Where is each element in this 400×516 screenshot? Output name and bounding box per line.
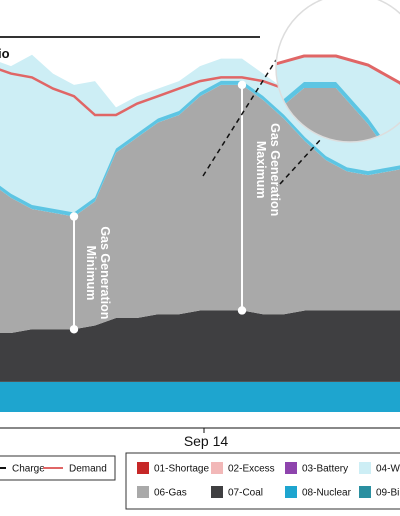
- area-nuclear: [0, 381, 400, 412]
- legend-item-03-battery: 03-Battery: [285, 462, 348, 475]
- legend-item-06-gas-swatch: [137, 486, 149, 498]
- legend-box-fuels: [125, 452, 400, 510]
- legend-item-07-coal-label: 07-Coal: [228, 488, 263, 499]
- legend-item-01-shortage: 01-Shortage: [137, 462, 209, 475]
- plot-top-border: [0, 36, 260, 38]
- legend-item-07-coal: 07-Coal: [211, 486, 263, 499]
- gas-maximum-top-dot: [237, 80, 247, 90]
- legend: Charge Demand 01-Shortage 02-Excess 03-Batte…: [0, 452, 400, 510]
- gas-minimum-label-line-2: Minimum: [84, 245, 98, 300]
- gas-maximum-label-line-2: Maximum: [254, 141, 268, 199]
- legend-item-04-w-label: 04-W: [376, 464, 400, 475]
- legend-item-02-excess-swatch: [211, 462, 223, 474]
- legend-item-02-excess-label: 02-Excess: [228, 464, 275, 475]
- gas-maximum-label-line-1: Gas Generation: [268, 123, 282, 216]
- legend-item-08-nuclear: 08-Nuclear: [285, 486, 352, 499]
- title-area: io: [0, 36, 260, 61]
- x-axis: Sep 14: [0, 427, 400, 449]
- area-coal: [0, 310, 400, 382]
- legend-item-04-w: 04-W: [359, 462, 400, 475]
- inset-nuclear-band: [276, 82, 400, 142]
- legend-item-09-bi: 09-Bi: [359, 486, 399, 499]
- inset-leader-1: [202, 59, 277, 177]
- gas-minimum-bottom-dot: [69, 325, 79, 334]
- gas-maximum-bottom-dot: [237, 306, 247, 315]
- legend-item-09-bi-swatch: [359, 486, 371, 498]
- legend-item-01-shortage-label: 01-Shortage: [154, 464, 209, 475]
- legend-item-demand-label: Demand: [69, 464, 107, 475]
- legend-item-08-nuclear-swatch: [285, 486, 297, 498]
- gas-minimum-top-dot: [69, 212, 79, 221]
- gas-minimum-label-line-1: Gas Generation: [98, 226, 112, 319]
- inset-border: [275, 0, 400, 143]
- inset-renewable-area: [276, 57, 400, 142]
- chart-title-fragment: io: [0, 46, 10, 61]
- legend-item-09-bi-label: 09-Bi: [376, 488, 399, 499]
- legend-item-06-gas: 06-Gas: [137, 486, 187, 499]
- legend-item-03-battery-label: 03-Battery: [302, 464, 348, 475]
- inset-leader-2: [279, 137, 323, 185]
- legend-item-06-gas-label: 06-Gas: [154, 488, 187, 499]
- area-wind_solar: [0, 54, 400, 217]
- legend-item-01-shortage-swatch: [137, 462, 149, 474]
- legend-item-07-coal-swatch: [211, 486, 223, 498]
- legend-item-03-battery-swatch: [285, 462, 297, 474]
- legend-item-08-nuclear-label: 08-Nuclear: [302, 488, 352, 499]
- inset-gas-area: [276, 88, 400, 142]
- zoom-inset: [275, 0, 400, 143]
- legend-item-02-excess: 02-Excess: [211, 462, 275, 475]
- inset-demand-line: [276, 54, 400, 112]
- legend-item-charge: Charge: [0, 464, 45, 475]
- legend-item-charge-label: Charge: [12, 464, 45, 475]
- legend-item-04-w-swatch: [359, 462, 371, 474]
- x-tick-label: Sep 14: [184, 433, 229, 449]
- area-gas: [0, 84, 400, 333]
- legend-item-demand: Demand: [43, 464, 107, 475]
